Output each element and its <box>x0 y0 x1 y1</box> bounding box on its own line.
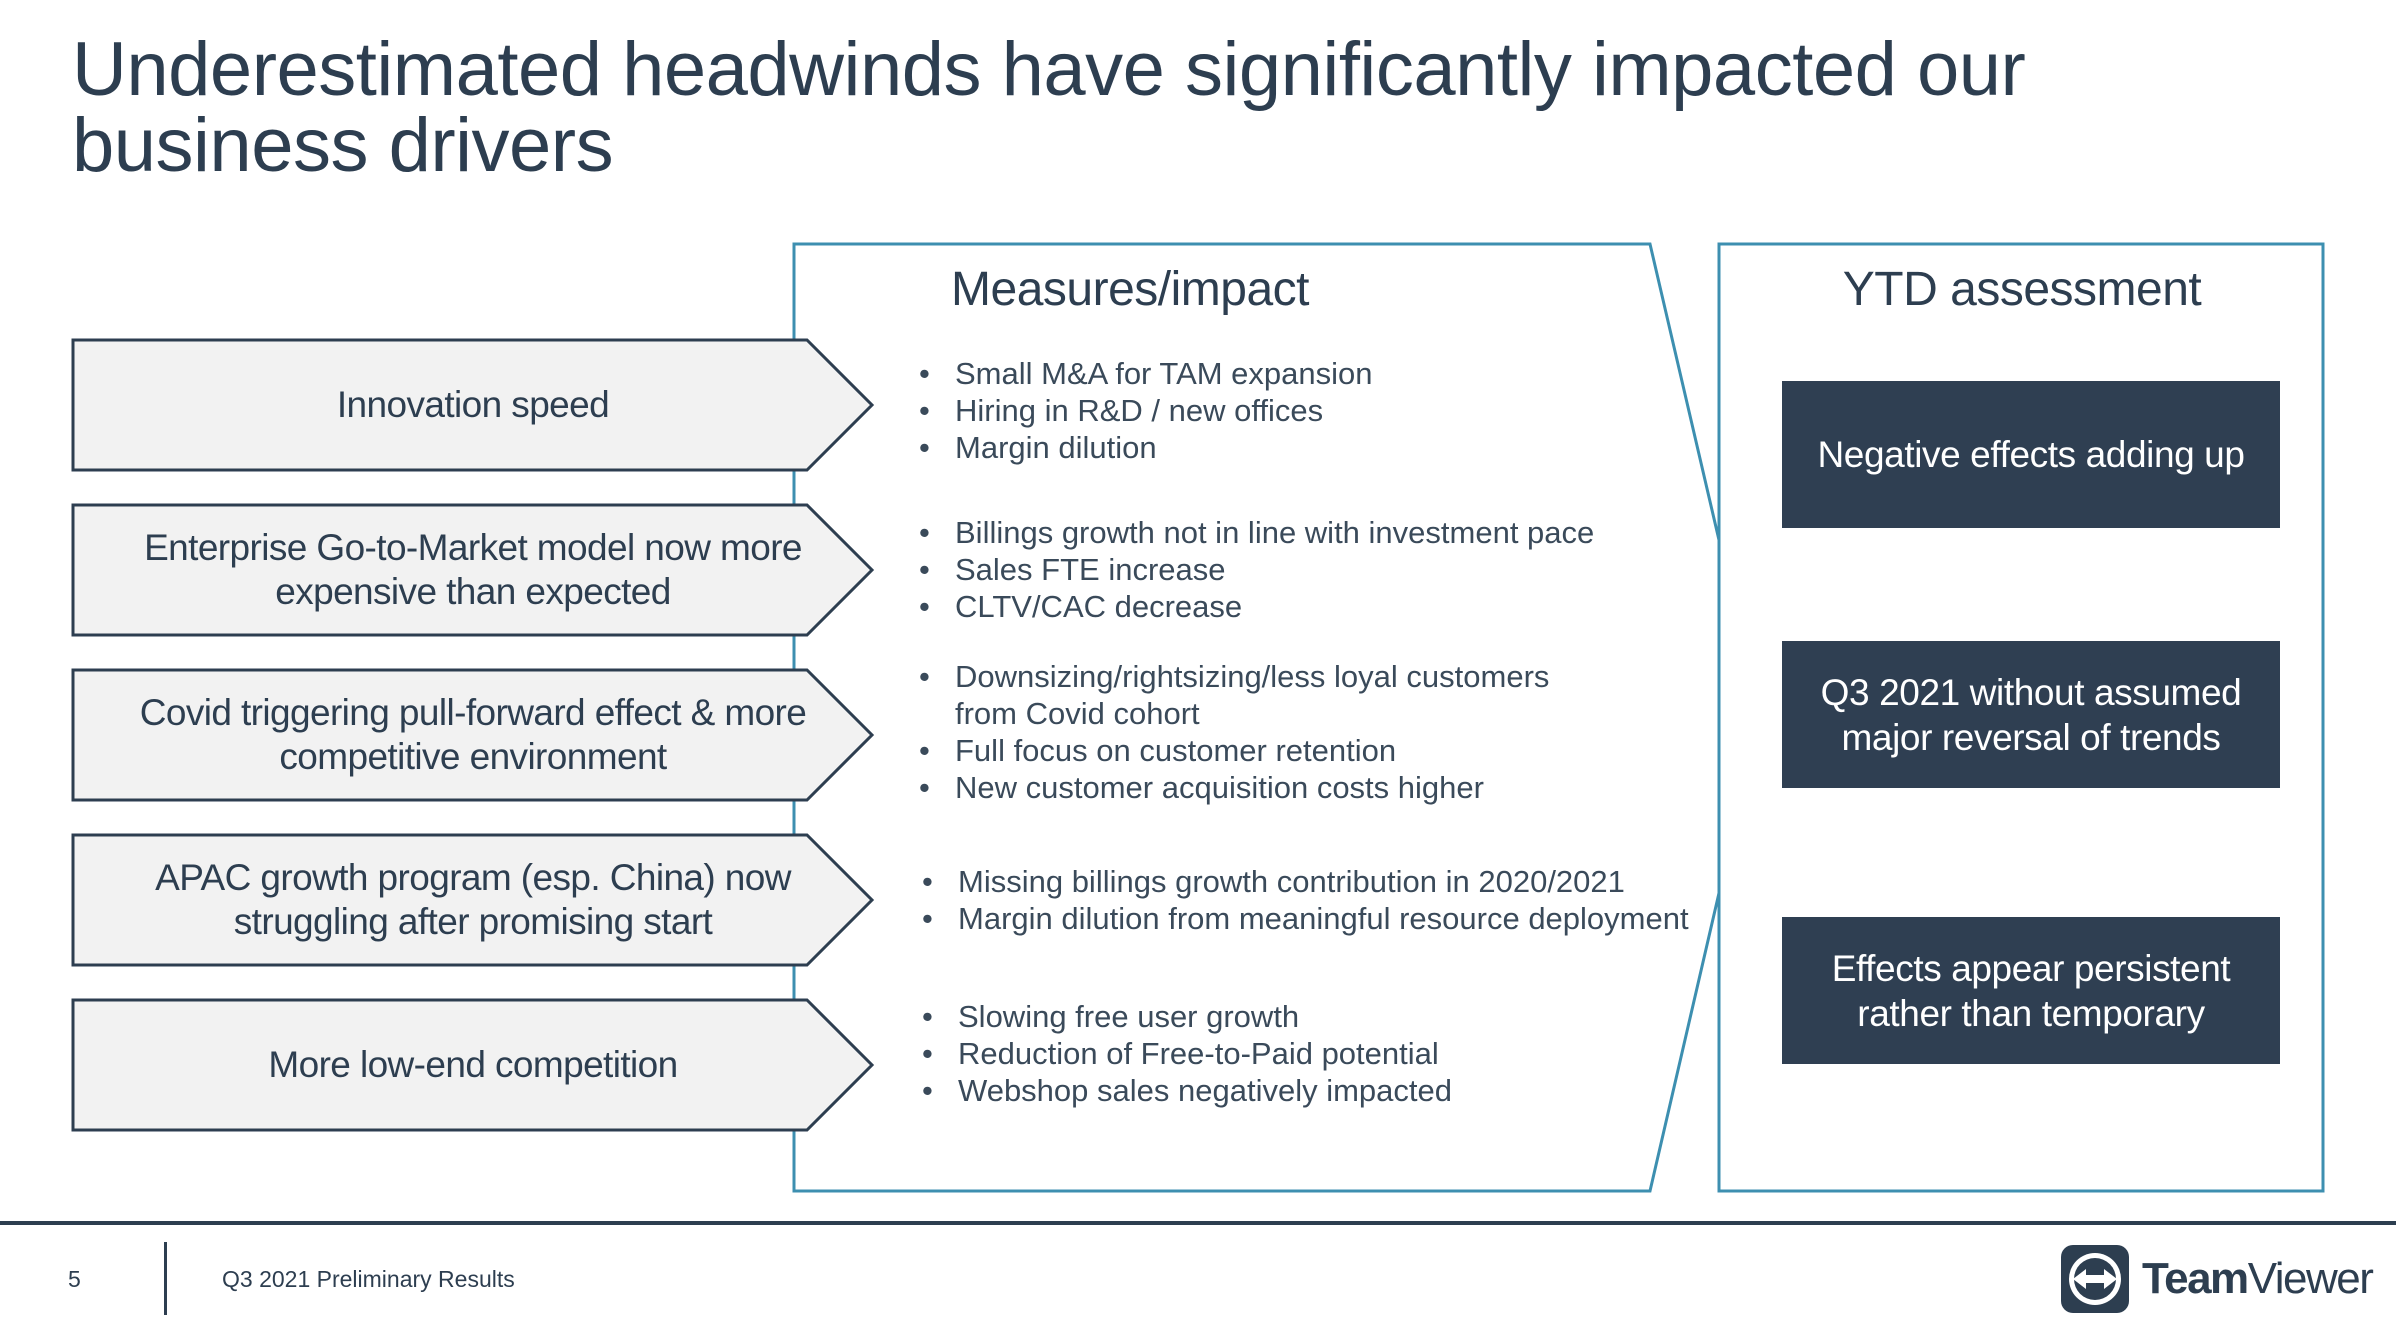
list-item: Reduction of Free-to-Paid potential <box>922 1035 1452 1072</box>
driver-label-covid: Covid triggering pull-forward effect & m… <box>139 692 807 777</box>
teamviewer-logo-icon <box>2061 1245 2129 1313</box>
list-item: Sales FTE increase <box>919 551 1594 588</box>
logo-text-regular: Viewer <box>2247 1254 2374 1303</box>
measures-list-innovation: Small M&A for TAM expansion Hiring in R&… <box>919 355 1373 466</box>
list-item: New customer acquisition costs higher <box>919 769 1579 806</box>
driver-arrow-3 <box>71 668 875 802</box>
footer-divider <box>164 1242 167 1315</box>
list-item: Missing billings growth contribution in … <box>922 863 1689 900</box>
driver-arrow-5 <box>71 998 875 1132</box>
list-item: Webshop sales negatively impacted <box>922 1072 1452 1109</box>
measures-list-enterprise: Billings growth not in line with investm… <box>919 514 1594 625</box>
assessment-box-1: Negative effects adding up <box>1782 381 2280 528</box>
driver-label-innovation: Innovation speed <box>336 384 610 425</box>
footer-caption: Q3 2021 Preliminary Results <box>222 1266 515 1292</box>
assessment-box-3: Effects appear persistent rather than te… <box>1782 917 2280 1064</box>
measures-heading: Measures/impact <box>951 263 1309 316</box>
measures-list-apac: Missing billings growth contribution in … <box>922 863 1689 937</box>
ytd-heading: YTD assessment <box>1842 263 2202 316</box>
list-item: Margin dilution from meaningful resource… <box>922 900 1689 937</box>
measures-list-covid: Downsizing/rightsizing/less loyal custom… <box>919 658 1579 806</box>
list-item: Slowing free user growth <box>922 998 1452 1035</box>
driver-arrow-2 <box>71 503 875 637</box>
page-number: 5 <box>68 1266 81 1292</box>
list-item: Billings growth not in line with investm… <box>919 514 1594 551</box>
driver-arrow-4 <box>71 833 875 967</box>
list-item: CLTV/CAC decrease <box>919 588 1594 625</box>
list-item: Downsizing/rightsizing/less loyal custom… <box>919 658 1579 732</box>
driver-label-apac: APAC growth program (esp. China) now str… <box>155 857 791 942</box>
measures-list-low-end: Slowing free user growth Reduction of Fr… <box>922 998 1452 1109</box>
page-title: Underestimated headwinds have significan… <box>72 27 2026 188</box>
driver-label-enterprise: Enterprise Go-to-Market model now more e… <box>144 527 802 612</box>
list-item: Full focus on customer retention <box>919 732 1579 769</box>
footer-rule <box>0 1221 2396 1225</box>
logo-wordmark: TeamViewer <box>2142 1244 2374 1314</box>
list-item: Small M&A for TAM expansion <box>919 355 1373 392</box>
logo-text-bold: Team <box>2142 1254 2249 1303</box>
list-item: Margin dilution <box>919 429 1373 466</box>
driver-label-low-end: More low-end competition <box>268 1044 678 1085</box>
teamviewer-logo: TeamViewer <box>2060 1244 2374 1314</box>
list-item: Hiring in R&D / new offices <box>919 392 1373 429</box>
assessment-box-2: Q3 2021 without assumed major reversal o… <box>1782 641 2280 788</box>
driver-arrow-1 <box>71 338 875 472</box>
